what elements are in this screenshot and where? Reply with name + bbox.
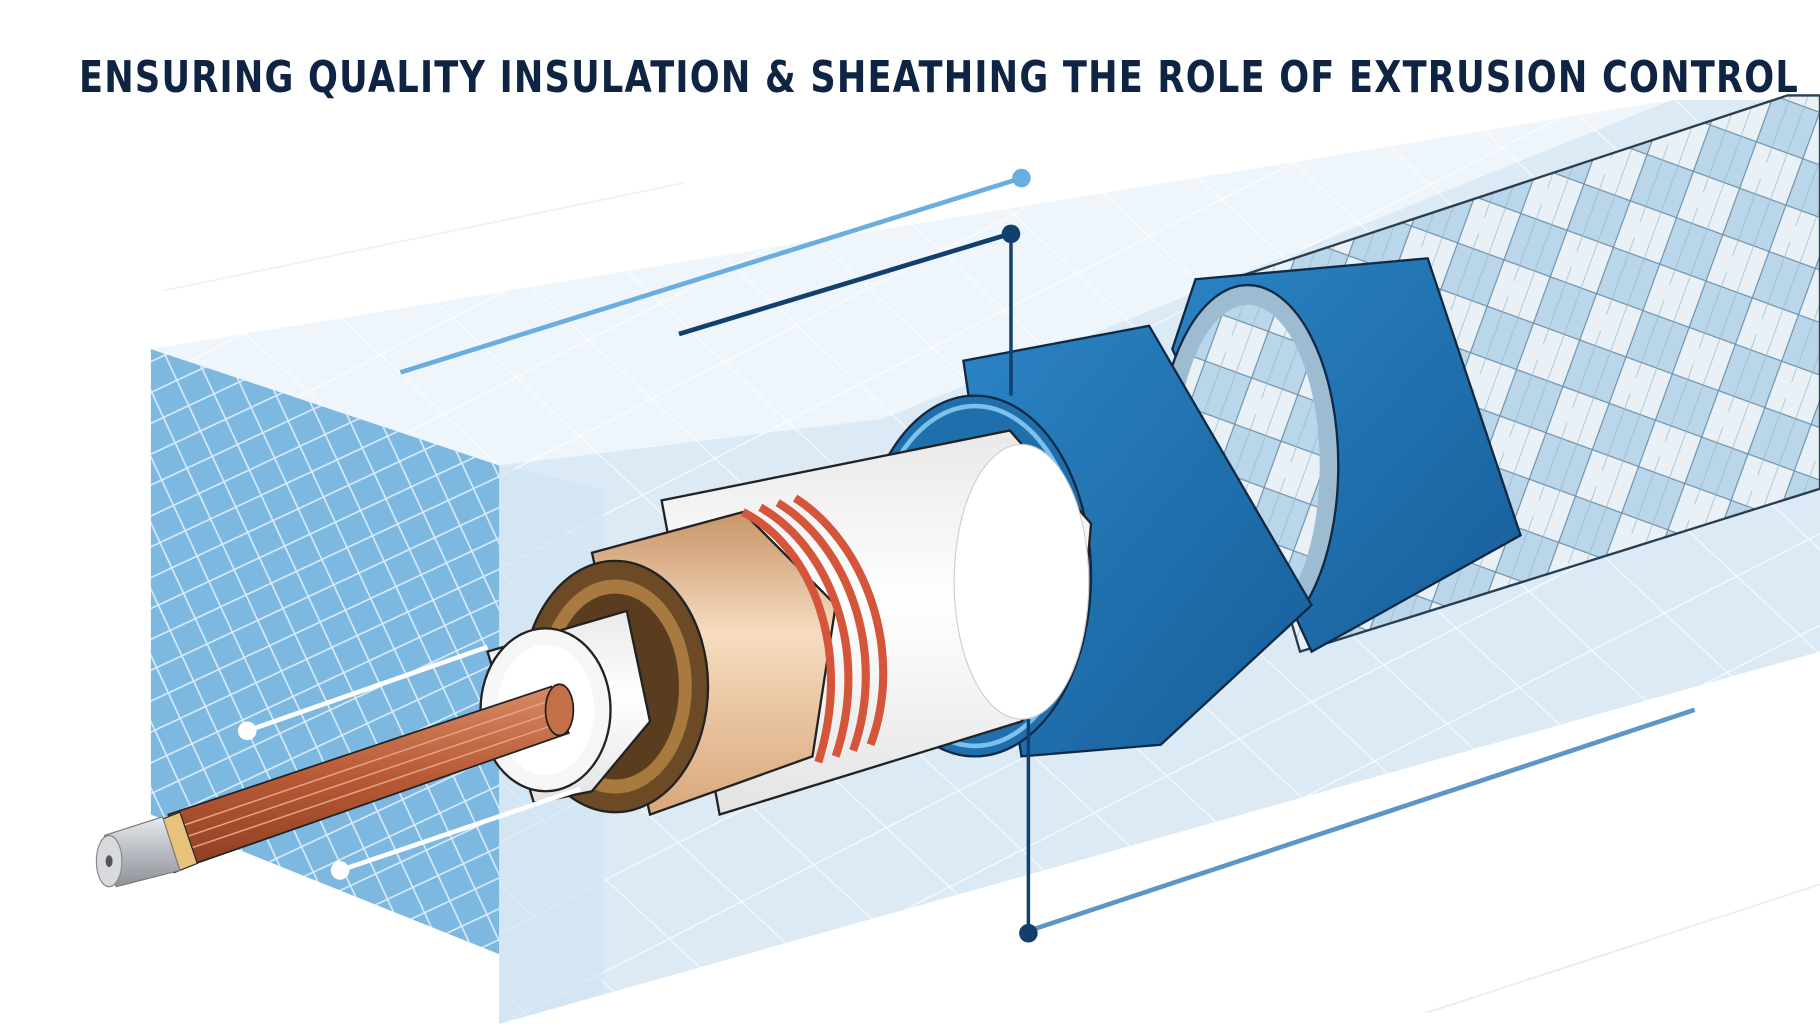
copper-conductor xyxy=(95,683,575,888)
callout-3 xyxy=(237,644,489,741)
callout-4 xyxy=(330,786,582,880)
callout-1 xyxy=(399,168,1031,375)
callout-5 xyxy=(1019,707,1696,943)
page-title: ENSURING QUALITY INSULATION & SHEATHING … xyxy=(79,52,1800,103)
callout-2 xyxy=(678,224,1021,396)
